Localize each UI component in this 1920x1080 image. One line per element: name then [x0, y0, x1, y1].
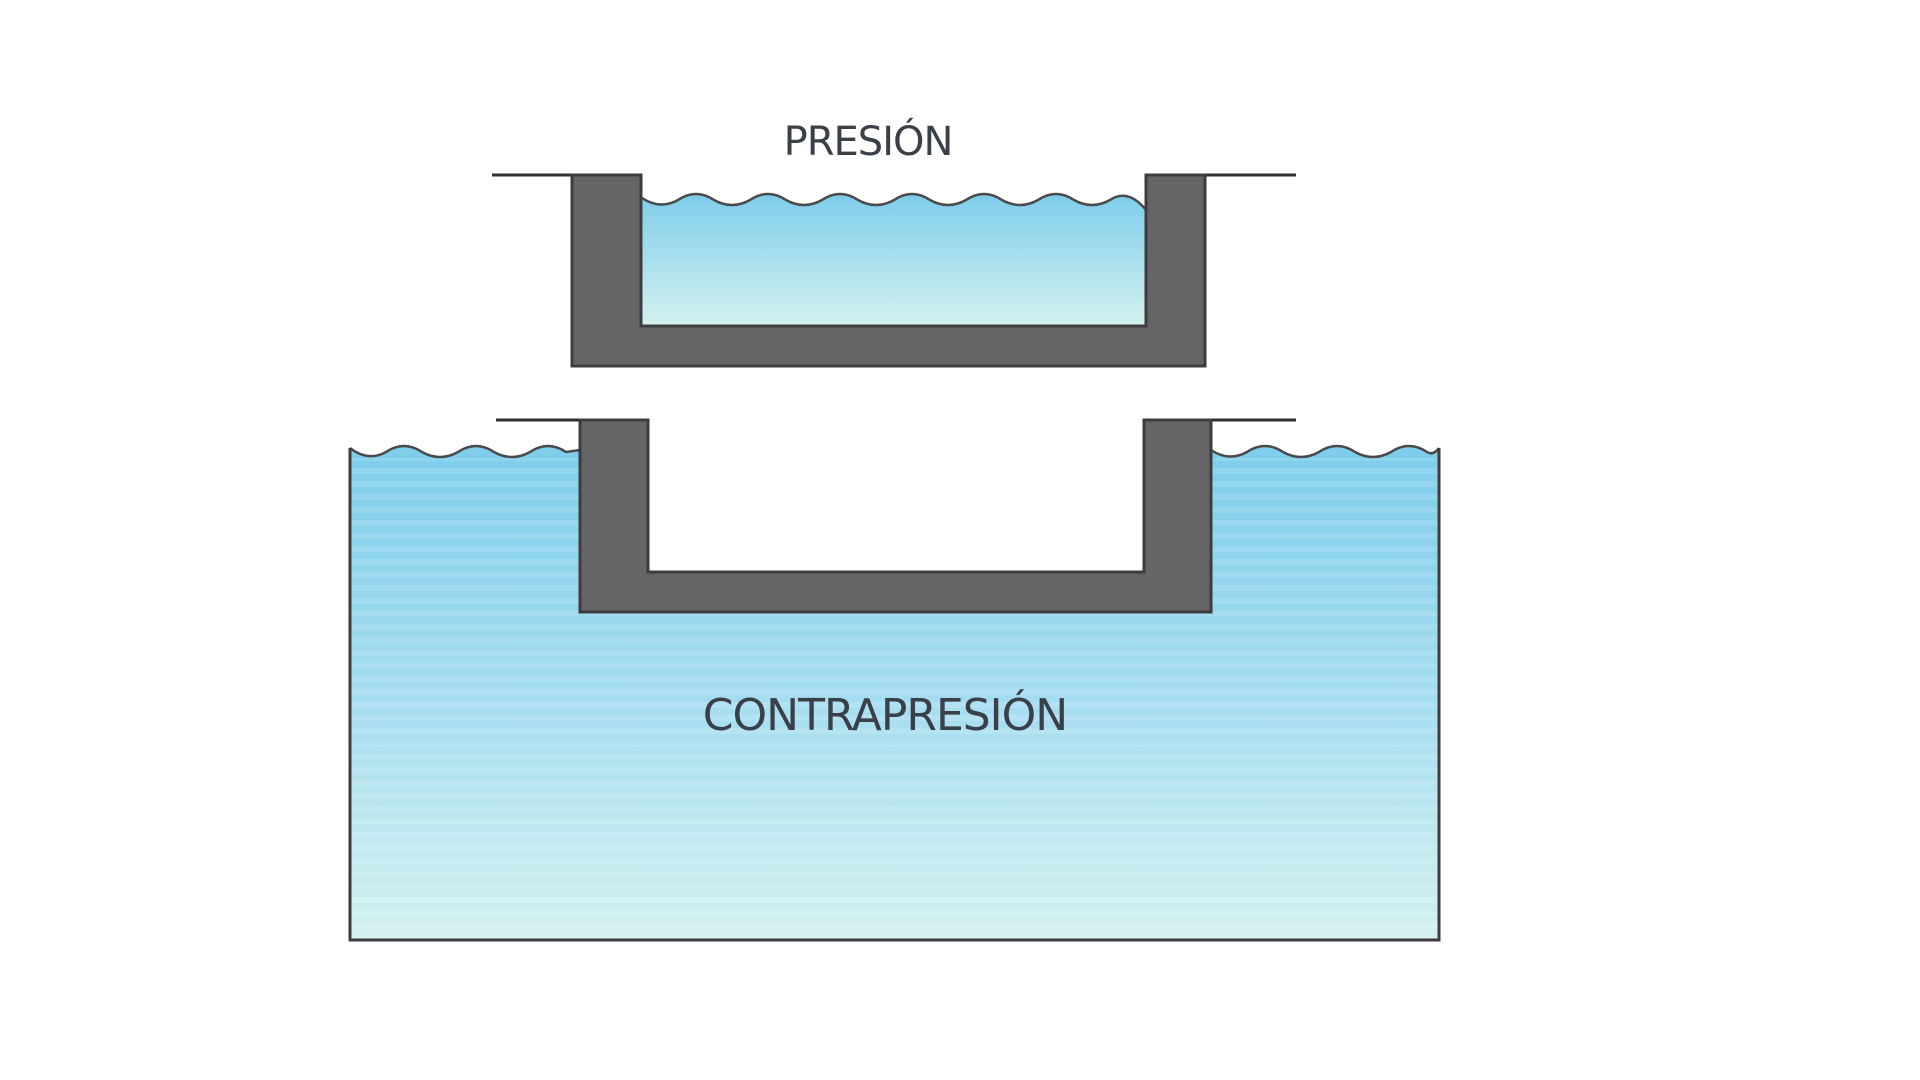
tank-interior-empty: [648, 422, 1144, 572]
label-contrapresion: CONTRAPRESIÓN: [703, 688, 1067, 741]
top-tank-group: [492, 173, 1296, 368]
water-surface-right: [1210, 444, 1440, 459]
tank-wall-top: [570, 173, 1207, 368]
label-presion: PRESIÓN: [784, 117, 953, 165]
water-container-outline: [348, 448, 1441, 942]
water-inside-tank: [642, 194, 1146, 325]
bottom-tank-group: [348, 418, 1441, 942]
tank-wall-bottom: [578, 418, 1213, 614]
water-inside-tank-surface: [641, 192, 1147, 211]
water-surface-left: [349, 444, 581, 459]
